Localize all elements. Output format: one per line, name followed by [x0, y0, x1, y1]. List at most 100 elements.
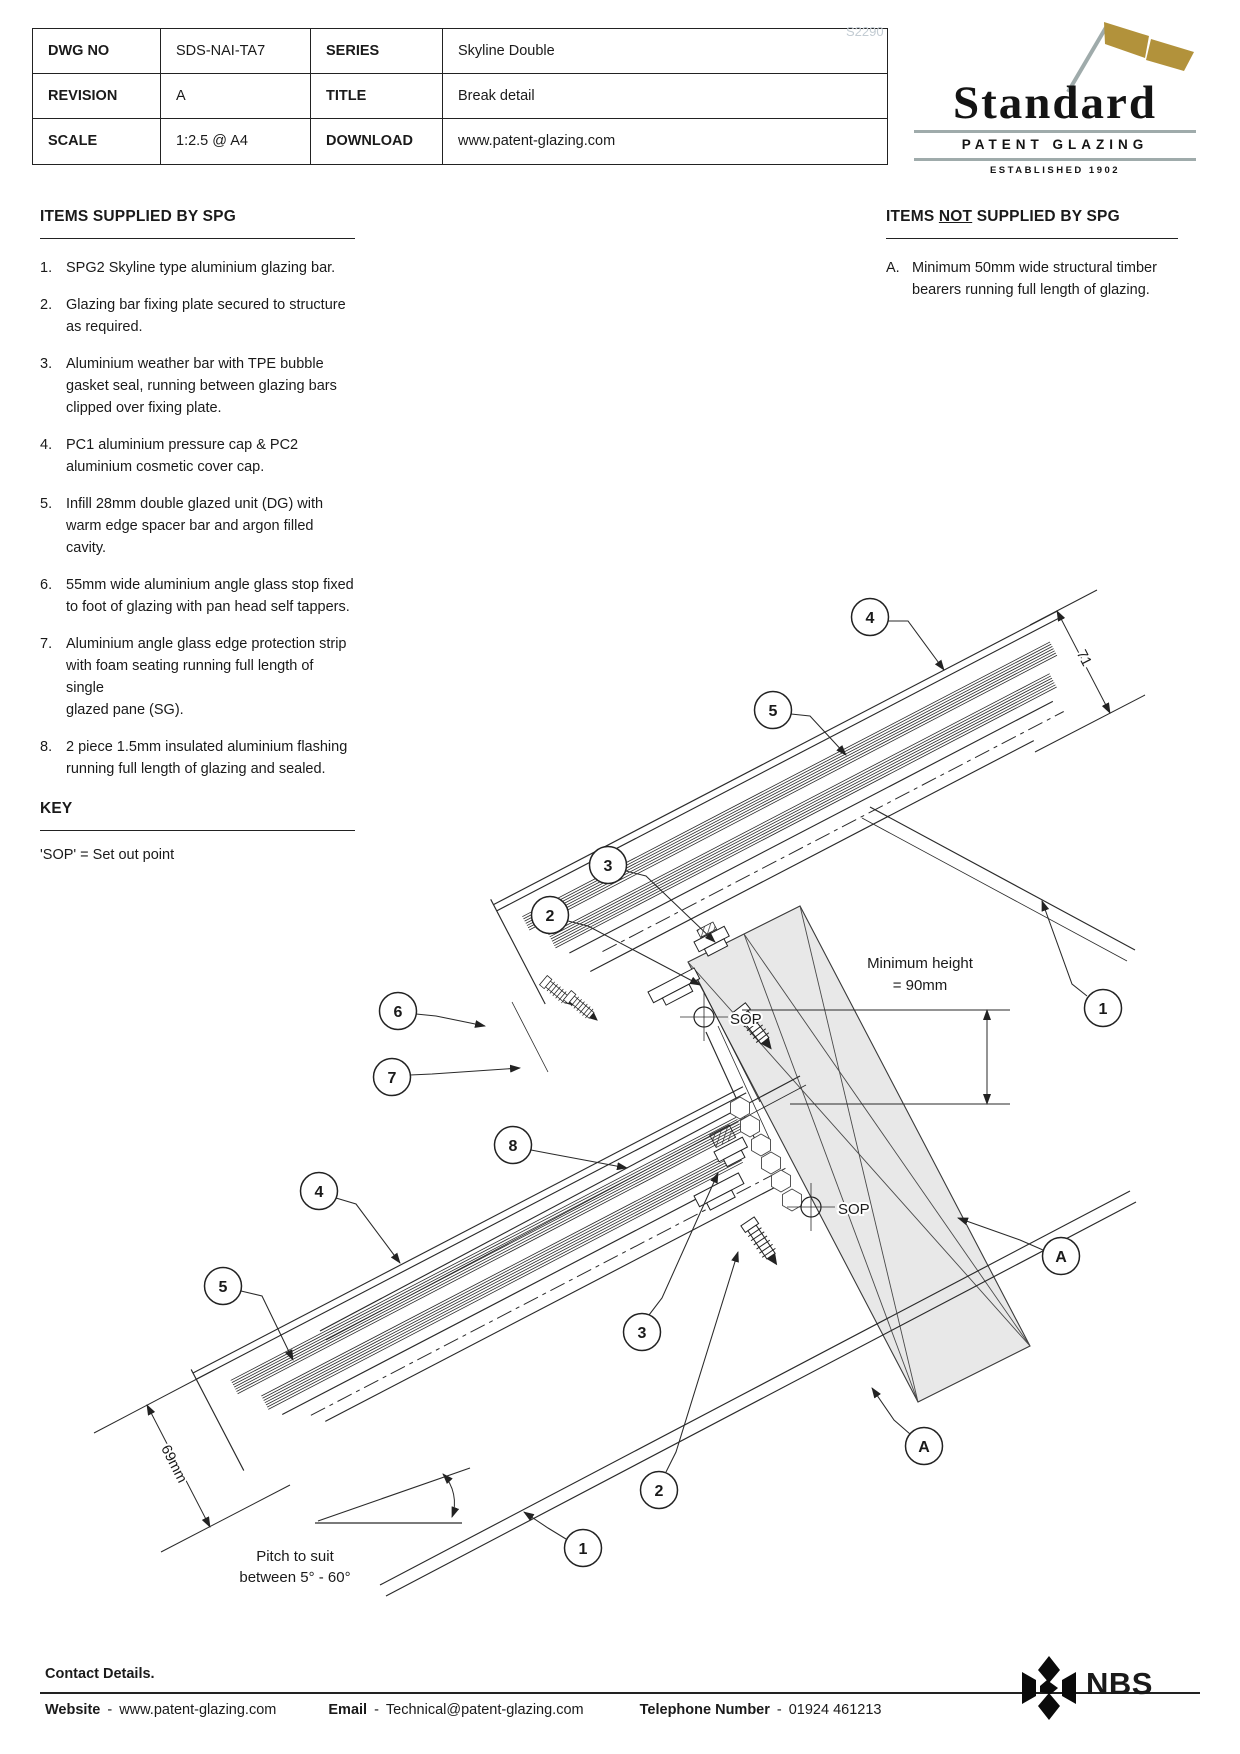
- item-text: PC1 aluminium pressure cap & PC2 alumini…: [66, 437, 299, 476]
- item-number: 1.: [40, 260, 53, 277]
- callout-7: 7: [372, 1057, 412, 1097]
- list-item: 1. SPG2 Skyline type aluminium glazing ba…: [40, 257, 355, 279]
- item-number: 6.: [40, 577, 53, 594]
- dimension-71: [1029, 589, 1146, 753]
- separator: -: [776, 1702, 782, 1718]
- heading-rule: [40, 830, 355, 832]
- flag-icon: [1066, 22, 1194, 94]
- heading-post: SUPPLIED BY SPG: [972, 208, 1120, 225]
- sop-marker-lower: [787, 1183, 835, 1231]
- series-label: SERIES: [311, 29, 443, 73]
- logo-rule-top: [914, 130, 1196, 134]
- revision-value: A: [161, 73, 311, 118]
- footer-rule: [40, 1692, 1200, 1694]
- contact-details-heading: Contact Details.: [45, 1666, 155, 1682]
- list-item: A.Minimum 50mm wide structural timber be…: [886, 257, 1178, 301]
- lower-junction-hardware: [693, 1124, 749, 1211]
- key-section: KEY 'SOP' = Set out point: [40, 800, 355, 863]
- sheet-watermark: S2290: [846, 24, 884, 39]
- item-number: 2.: [40, 297, 53, 314]
- callout-1-right: 1: [1083, 988, 1123, 1028]
- dwg-no-label: DWG NO: [33, 29, 161, 73]
- item-number: 4.: [40, 437, 53, 454]
- title-block-row: REVISION A TITLE Break detail: [33, 73, 887, 119]
- svg-text:A: A: [1055, 1249, 1067, 1266]
- download-url[interactable]: www.patent-glazing.com: [458, 133, 616, 150]
- nbs-logo-icon: [1022, 1656, 1076, 1720]
- download-label: DOWNLOAD: [311, 118, 443, 164]
- callout-A-lower: A: [904, 1426, 944, 1466]
- svg-text:3: 3: [604, 858, 613, 875]
- item-number: 7.: [40, 636, 53, 653]
- company-logo: Standard PATENT GLAZING ESTABLISHED 1902: [908, 18, 1202, 178]
- logo-rule-bottom: [914, 158, 1196, 162]
- list-item: 5. Infill 28mm double glazed unit (DG) wi…: [40, 493, 355, 559]
- callout-6: 6: [378, 991, 418, 1031]
- svg-text:4: 4: [866, 610, 875, 627]
- items-not-supplied-section: ITEMS NOT SUPPLIED BY SPG A.Minimum 50mm…: [886, 208, 1178, 316]
- item-text: 55mm wide aluminium angle glass stop fix…: [66, 577, 354, 616]
- dimension-min-height: [742, 1009, 1010, 1105]
- dim-71-text: 71: [1073, 647, 1095, 669]
- flashing-lines: [319, 1075, 807, 1341]
- item-number: 5.: [40, 496, 53, 513]
- sop-label-upper: SOP: [730, 1011, 762, 1028]
- svg-text:4: 4: [315, 1184, 324, 1201]
- heading-pre: ITEMS: [886, 208, 939, 225]
- title-block-row: SCALE 1:2.5 @ A4 DOWNLOAD www.patent-gla…: [33, 118, 887, 164]
- bottom-structure-lines: [379, 1190, 1137, 1597]
- list-item: 4. PC1 aluminium pressure cap & PC2 alumi…: [40, 434, 355, 478]
- heading-rule: [886, 238, 1178, 240]
- email-label: Email: [328, 1702, 368, 1718]
- svg-text:7: 7: [388, 1070, 397, 1087]
- scale-value: 1:2.5 @ A4: [161, 118, 311, 164]
- callout-5-upper: 5: [753, 690, 793, 730]
- separator: -: [374, 1702, 379, 1718]
- timber-bearer: [687, 905, 1031, 1403]
- title-block-row: DWG NO SDS-NAI-TA7 SERIES Skyline Double: [33, 29, 887, 74]
- callout-3-lower: 3: [622, 1312, 662, 1352]
- dimension-69mm: [93, 1369, 291, 1553]
- callout-8: 8: [493, 1125, 533, 1165]
- item-number: 3.: [40, 356, 53, 373]
- svg-text:5: 5: [769, 703, 778, 720]
- key-heading: KEY: [40, 800, 73, 817]
- series-value: Skyline Double: [458, 42, 555, 59]
- leader-lines: [240, 620, 1088, 1540]
- items-supplied-heading: ITEMS SUPPLIED BY SPG: [40, 208, 236, 225]
- logo-subtitle: PATENT GLAZING: [961, 137, 1149, 152]
- item-text: 2 piece 1.5mm insulated aluminium flashi…: [66, 739, 348, 778]
- svg-text:5: 5: [219, 1279, 228, 1296]
- sop-label-lower: SOP: [838, 1201, 870, 1218]
- list-item: 6. 55mm wide aluminium angle glass stop f…: [40, 574, 355, 618]
- item-number: 8.: [40, 739, 53, 756]
- heading-rule: [40, 238, 355, 240]
- pitch-text-1: Pitch to suit: [256, 1548, 334, 1565]
- item-text: Infill 28mm double glazed unit (DG) with…: [66, 496, 324, 557]
- logo-wordmark: Standard: [952, 77, 1158, 129]
- svg-text:2: 2: [546, 908, 555, 925]
- svg-text:1: 1: [579, 1541, 588, 1558]
- callout-4-lower: 4: [299, 1171, 339, 1211]
- callout-4-upper: 4: [850, 597, 890, 637]
- website-url[interactable]: www.patent-glazing.com: [119, 1702, 277, 1718]
- nbs-logo-text: NBS: [1086, 1666, 1153, 1701]
- pitch-text-2: between 5° - 60°: [239, 1569, 350, 1586]
- email-address[interactable]: Technical@patent-glazing.com: [385, 1702, 584, 1718]
- svg-text:3: 3: [638, 1325, 647, 1342]
- callout-3-upper: 3: [588, 845, 628, 885]
- item-text: SPG2 Skyline type aluminium glazing bar.: [66, 260, 336, 277]
- callout-5-lower: 5: [203, 1266, 243, 1306]
- items-not-supplied-heading: ITEMS NOT SUPPLIED BY SPG: [886, 208, 1178, 226]
- item-text: Glazing bar fixing plate secured to stru…: [66, 297, 346, 336]
- lower-glazing-assembly: [190, 1086, 791, 1471]
- revision-label: REVISION: [33, 73, 161, 118]
- right-structure-lines: [861, 806, 1136, 962]
- pitch-indicator: [315, 1467, 471, 1524]
- min-height-text-2: = 90mm: [893, 977, 948, 994]
- items-supplied-section: ITEMS SUPPLIED BY SPG 1. SPG2 Skyline typ…: [40, 208, 355, 795]
- min-height-text-1: Minimum height: [867, 955, 974, 972]
- list-item: 8. 2 piece 1.5mm insulated aluminium flas…: [40, 736, 355, 780]
